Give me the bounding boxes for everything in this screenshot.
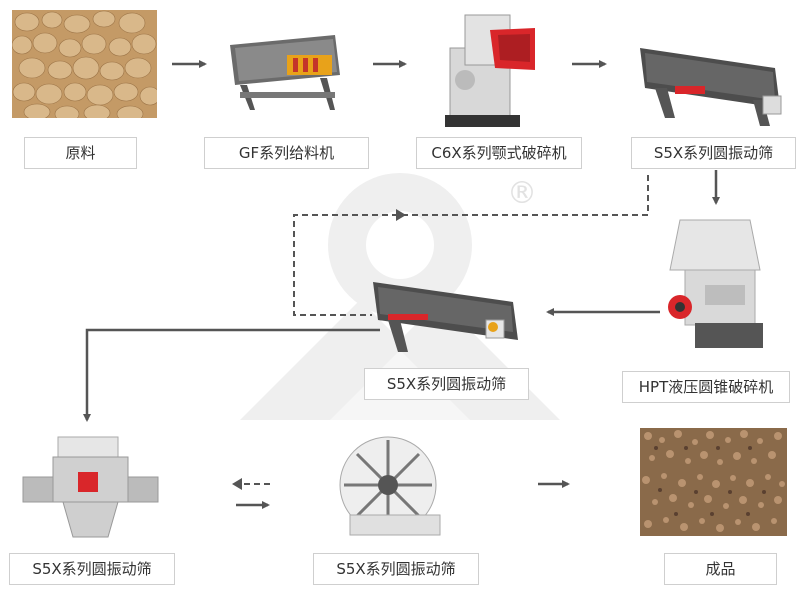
sand-washer-image bbox=[339, 436, 441, 536]
label-sand-washer: S5X系列圆振动筛 bbox=[313, 553, 479, 585]
screen-top-image bbox=[640, 48, 782, 126]
label-feeder: GF系列给料机 bbox=[204, 137, 369, 169]
label-sand-maker: S5X系列圆振动筛 bbox=[9, 553, 175, 585]
return-loop-dashed bbox=[293, 175, 649, 316]
label-product: 成品 bbox=[664, 553, 777, 585]
jaw-crusher-image bbox=[445, 14, 535, 127]
screen-mid-image bbox=[373, 282, 518, 352]
product-image bbox=[640, 428, 787, 536]
registered-mark: ® bbox=[507, 176, 537, 211]
return-loop-arrowhead bbox=[396, 209, 406, 221]
washer-return-arrowhead bbox=[232, 478, 242, 490]
cone-crusher-image bbox=[668, 219, 763, 348]
label-screen-mid: S5X系列圆振动筛 bbox=[364, 368, 529, 400]
feeder-image bbox=[230, 35, 340, 110]
arrow-screen-to-sandmaker bbox=[83, 328, 380, 422]
sand-maker-image bbox=[22, 436, 159, 538]
label-cone-crusher: HPT液压圆锥破碎机 bbox=[622, 371, 790, 403]
label-jaw-crusher: C6X系列颚式破碎机 bbox=[416, 137, 582, 169]
label-raw-material: 原料 bbox=[24, 137, 137, 169]
raw-material-image bbox=[12, 10, 157, 118]
label-screen-top: S5X系列圆振动筛 bbox=[631, 137, 796, 169]
